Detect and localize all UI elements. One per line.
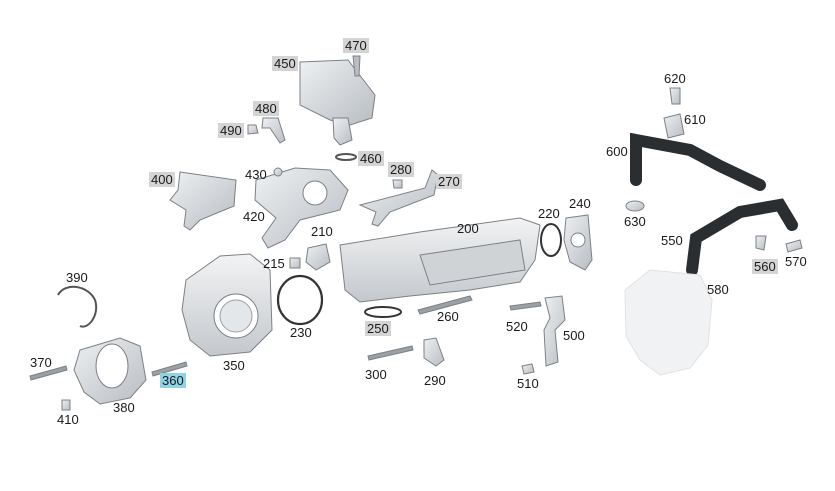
callout-230[interactable]: 230 <box>290 325 312 340</box>
callout-420[interactable]: 420 <box>243 209 265 224</box>
callout-390[interactable]: 390 <box>66 270 88 285</box>
part-560-clip[interactable] <box>755 235 767 251</box>
part-630-clamp[interactable] <box>625 200 645 212</box>
part-430-nut[interactable] <box>273 167 283 177</box>
part-280-bolt[interactable] <box>392 179 403 189</box>
part-620-bolt[interactable] <box>669 87 681 105</box>
callout-260[interactable]: 260 <box>437 309 459 324</box>
callout-280[interactable]: 280 <box>388 162 414 177</box>
callout-240[interactable]: 240 <box>569 196 591 211</box>
callout-510[interactable]: 510 <box>517 376 539 391</box>
callout-520[interactable]: 520 <box>506 319 528 334</box>
part-510-bolt[interactable] <box>521 363 535 375</box>
part-410-bolt[interactable] <box>61 399 71 411</box>
callout-400[interactable]: 400 <box>149 172 175 187</box>
callout-480[interactable]: 480 <box>253 101 279 116</box>
coolant-pump-ghost <box>624 269 713 376</box>
part-610-clamp[interactable] <box>663 113 685 139</box>
callout-250[interactable]: 250 <box>365 321 391 336</box>
callout-360[interactable]: 360 <box>160 373 186 388</box>
part-400-bracket[interactable] <box>169 171 237 231</box>
callout-610[interactable]: 610 <box>684 112 706 127</box>
callout-200[interactable]: 200 <box>457 221 479 236</box>
part-220-o-ring[interactable] <box>540 223 562 257</box>
part-520-bolt[interactable] <box>509 301 542 311</box>
callout-370[interactable]: 370 <box>30 355 52 370</box>
part-500-bracket[interactable] <box>543 295 566 367</box>
part-230-o-ring[interactable] <box>276 274 324 326</box>
part-300-bolt[interactable] <box>367 345 414 361</box>
callout-220[interactable]: 220 <box>538 206 560 221</box>
part-570-bolt[interactable] <box>785 239 803 253</box>
part-290-bracket[interactable] <box>423 337 445 367</box>
part-480-bracket[interactable] <box>261 117 286 144</box>
callout-470[interactable]: 470 <box>343 38 369 53</box>
part-450-outlet[interactable] <box>332 117 353 146</box>
part-420-bracket[interactable] <box>254 167 349 249</box>
callout-215[interactable]: 215 <box>263 256 285 271</box>
callout-460[interactable]: 460 <box>358 151 384 166</box>
callout-630[interactable]: 630 <box>624 214 646 229</box>
callout-430[interactable]: 430 <box>245 167 267 182</box>
part-600-hose[interactable] <box>630 132 766 191</box>
part-550-hose[interactable] <box>686 198 798 276</box>
callout-380[interactable]: 380 <box>113 400 135 415</box>
part-270-bracket[interactable] <box>358 169 439 227</box>
callout-300[interactable]: 300 <box>365 367 387 382</box>
callout-550[interactable]: 550 <box>661 233 683 248</box>
part-450-reservoir[interactable] <box>299 59 376 126</box>
part-490-bolt[interactable] <box>247 124 259 135</box>
callout-580[interactable]: 580 <box>707 282 729 297</box>
callout-500[interactable]: 500 <box>563 328 585 343</box>
part-250-seal[interactable] <box>364 306 402 318</box>
callout-270[interactable]: 270 <box>436 174 462 189</box>
callout-290[interactable]: 290 <box>424 373 446 388</box>
callout-560[interactable]: 560 <box>752 259 778 274</box>
part-215-bolt[interactable] <box>289 257 301 269</box>
callout-570[interactable]: 570 <box>785 254 807 269</box>
part-470-bolt[interactable] <box>352 55 361 77</box>
callout-210[interactable]: 210 <box>311 224 333 239</box>
part-460-seal[interactable] <box>335 153 357 161</box>
part-210-valve[interactable] <box>305 243 331 271</box>
part-260-bolt[interactable] <box>417 295 473 315</box>
callout-600[interactable]: 600 <box>606 144 628 159</box>
callout-350[interactable]: 350 <box>223 358 245 373</box>
part-360-bolt[interactable] <box>151 361 188 377</box>
part-390-clip[interactable] <box>57 285 98 328</box>
part-370-bolt[interactable] <box>29 365 68 381</box>
callout-620[interactable]: 620 <box>664 71 686 86</box>
callout-490[interactable]: 490 <box>218 123 244 138</box>
callout-450[interactable]: 450 <box>272 56 298 71</box>
callout-410[interactable]: 410 <box>57 412 79 427</box>
